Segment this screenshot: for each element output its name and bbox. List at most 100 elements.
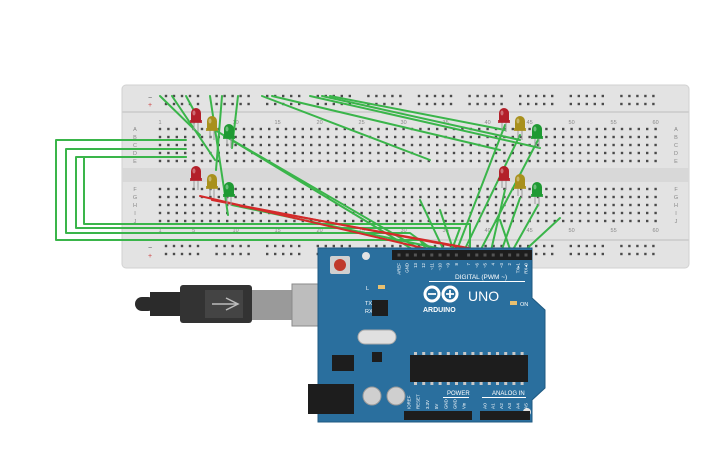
rail-hole bbox=[196, 102, 200, 106]
rail-hole bbox=[636, 244, 639, 248]
rail-hole bbox=[636, 252, 639, 256]
breadboard-hole bbox=[637, 187, 640, 191]
led-green-1-icon[interactable] bbox=[223, 124, 235, 148]
wire-r-1[interactable] bbox=[454, 124, 506, 256]
led-yellow-3-icon[interactable] bbox=[514, 116, 526, 140]
rail-hole bbox=[569, 102, 572, 106]
wire-r-5[interactable] bbox=[499, 197, 521, 256]
rail-hole bbox=[620, 94, 623, 98]
rail-hole bbox=[290, 244, 293, 248]
column-number: 1 bbox=[158, 120, 161, 126]
reset-button[interactable] bbox=[334, 259, 346, 271]
column-number: 10 bbox=[233, 228, 239, 234]
wire-top-cross-5[interactable] bbox=[329, 95, 506, 131]
led-red-1-icon[interactable] bbox=[190, 108, 202, 132]
wire-r-2[interactable] bbox=[461, 134, 521, 256]
rail-hole bbox=[492, 94, 495, 98]
power-jack[interactable] bbox=[308, 384, 354, 414]
breadboard-hole bbox=[553, 135, 556, 139]
rail-hole bbox=[367, 94, 370, 98]
rail-hole bbox=[196, 244, 200, 248]
breadboard-hole bbox=[637, 143, 640, 147]
rail-hole bbox=[628, 102, 631, 106]
led-yellow-1-icon[interactable] bbox=[206, 116, 218, 140]
breadboard-hole bbox=[335, 219, 338, 223]
rail-hole bbox=[383, 244, 386, 248]
breadboard-hole bbox=[570, 211, 573, 215]
breadboard-hole bbox=[570, 159, 573, 163]
breadboard-hole bbox=[301, 203, 304, 207]
column-number: 40 bbox=[485, 120, 491, 126]
breadboard-hole bbox=[410, 143, 414, 147]
breadboard-hole bbox=[410, 187, 414, 191]
power-header[interactable] bbox=[404, 411, 472, 420]
digital-header[interactable] bbox=[392, 250, 532, 260]
led-red-4-icon[interactable] bbox=[498, 166, 510, 190]
led-green-3-icon[interactable] bbox=[531, 124, 543, 148]
wire-top-cross-1[interactable] bbox=[261, 95, 431, 161]
breadboard-hole bbox=[200, 219, 204, 223]
breadboard-hole bbox=[385, 135, 388, 139]
breadboard-hole bbox=[629, 187, 632, 191]
breadboard-hole bbox=[268, 187, 271, 191]
digital-pin-label: GND bbox=[405, 263, 410, 273]
breadboard-hole bbox=[184, 211, 187, 215]
rail-hole bbox=[316, 102, 319, 106]
breadboard-hole bbox=[595, 127, 598, 131]
breadboard-hole bbox=[545, 127, 548, 131]
breadboard-hole bbox=[570, 219, 573, 223]
on-led bbox=[510, 301, 517, 305]
breadboard-hole bbox=[175, 127, 178, 131]
digital-pin-label: TX▸1 bbox=[515, 262, 520, 273]
breadboard-hole bbox=[276, 187, 279, 191]
breadboard-hole bbox=[209, 203, 212, 207]
led-yellow-2-icon[interactable] bbox=[206, 174, 218, 198]
rail-hole bbox=[180, 244, 184, 248]
breadboard-hole bbox=[259, 135, 262, 139]
breadboard-hole bbox=[612, 143, 615, 147]
wire-top-cross-4[interactable] bbox=[321, 95, 521, 141]
led-green-4-icon[interactable] bbox=[531, 182, 543, 206]
rail-hole bbox=[519, 94, 522, 98]
breadboard-hole bbox=[444, 151, 447, 155]
led-yellow-4-icon[interactable] bbox=[514, 174, 526, 198]
breadboard-hole bbox=[385, 159, 388, 163]
wire-r-6[interactable] bbox=[509, 204, 539, 256]
breadboard-hole bbox=[444, 219, 447, 223]
breadboard-hole bbox=[242, 127, 246, 131]
led-green-2-icon[interactable] bbox=[223, 182, 235, 206]
wire-r-3[interactable] bbox=[477, 139, 539, 256]
wire-red-3[interactable] bbox=[239, 205, 491, 253]
breadboard-hole bbox=[242, 219, 246, 223]
led-red-3-icon[interactable] bbox=[498, 108, 510, 132]
breadboard-hole bbox=[536, 219, 540, 223]
leds[interactable] bbox=[190, 108, 543, 206]
wire-top-cross-3[interactable] bbox=[309, 95, 541, 149]
row-letter: I bbox=[675, 211, 677, 217]
breadboard-hole bbox=[545, 219, 548, 223]
wire-top-cross-2[interactable] bbox=[271, 95, 501, 151]
power-pin-label: 3.3V bbox=[425, 400, 430, 409]
breadboard-hole bbox=[410, 219, 414, 223]
led-red-2-icon[interactable] bbox=[190, 166, 202, 190]
breadboard-hole bbox=[158, 195, 162, 199]
breadboard-hole bbox=[620, 151, 624, 155]
breadboard-hole bbox=[427, 159, 430, 163]
breadboard-hole bbox=[646, 219, 649, 223]
wire-r-4[interactable] bbox=[489, 189, 506, 256]
wires[interactable] bbox=[55, 95, 561, 256]
breadboard-hole bbox=[520, 159, 523, 163]
wire-loop-inner-2[interactable] bbox=[83, 156, 471, 256]
wire-tl-6[interactable] bbox=[231, 95, 239, 149]
analog-header[interactable] bbox=[480, 411, 530, 420]
wire-mid-1[interactable] bbox=[419, 199, 447, 256]
breadboard-hole bbox=[343, 143, 346, 147]
breadboard-hole bbox=[511, 127, 514, 131]
breadboard-hole bbox=[545, 187, 548, 191]
rail-hole bbox=[399, 244, 402, 248]
breadboard-hole bbox=[436, 219, 439, 223]
row-letter: I bbox=[134, 211, 136, 217]
rail-hole bbox=[620, 102, 623, 106]
